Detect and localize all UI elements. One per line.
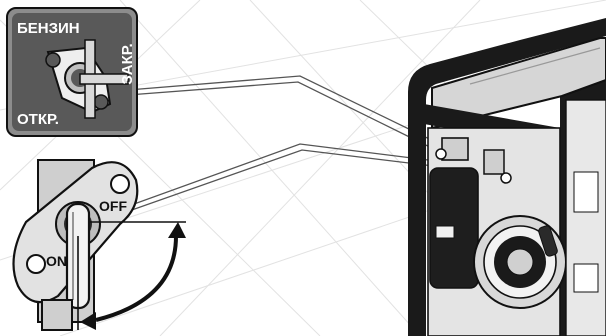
fuel-valve: OFF ON — [12, 159, 139, 331]
fuel-valve-sign: БЕНЗИН ЗАКР. ОТКР. — [6, 7, 138, 137]
rotation-guide — [77, 221, 186, 330]
leader-line-valve — [111, 143, 453, 213]
leader-line-sign — [127, 75, 453, 151]
valve-outlet-fitting — [41, 299, 73, 331]
leader-line-valve-inner — [111, 149, 451, 218]
generator — [408, 18, 606, 336]
closed-label: ЗАКР. — [119, 43, 136, 84]
leader-line-sign-inner — [127, 81, 449, 157]
leader-lines — [111, 75, 453, 218]
on-position-label: ON — [46, 253, 67, 269]
flange-bolt-hole-bottom — [26, 254, 46, 274]
generator-side-panel — [565, 99, 606, 336]
off-position-label: OFF — [99, 198, 127, 214]
generator-recoil-starter — [473, 215, 567, 309]
flange-bolt-hole-top — [110, 174, 130, 194]
fuel-valve-symbol-icon — [45, 39, 129, 119]
fuel-label: БЕНЗИН — [17, 20, 80, 37]
rotation-arrow — [95, 235, 178, 322]
generator-fuel-valve-detail — [435, 137, 512, 184]
rotation-arrow-head-bottom — [80, 312, 96, 330]
rotation-arrow-head-top — [168, 222, 186, 238]
open-label: ОТКР. — [17, 111, 59, 128]
